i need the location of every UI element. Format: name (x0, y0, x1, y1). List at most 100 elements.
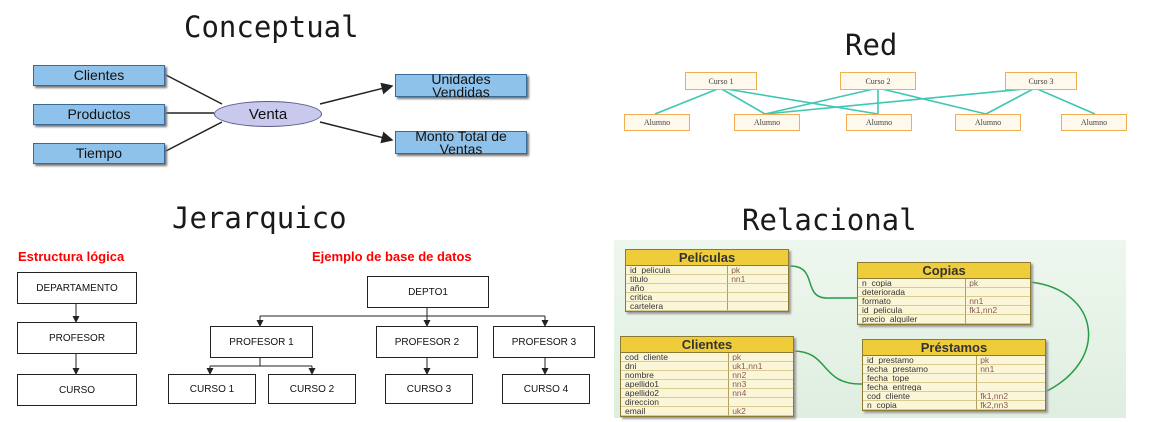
example-depto1: DEPTO1 (367, 276, 489, 308)
column-constraint: fk2,nn3 (977, 401, 1045, 410)
network-alumno-5: Alumno (1061, 114, 1127, 131)
table-row: fecha_entrega (863, 383, 1045, 392)
example-curso-1: CURSO 1 (168, 374, 256, 404)
network-curso-2: Curso 2 (840, 72, 916, 90)
network-alumno-2: Alumno (734, 114, 800, 131)
column-name: nombre (621, 371, 730, 380)
heading-relacional: Relacional (742, 203, 917, 237)
column-name: cod_cliente (621, 353, 730, 362)
table-peliculas-header: Películas (626, 250, 788, 266)
column-constraint (728, 293, 788, 302)
subtitle-ejemplo-base-datos: Ejemplo de base de datos (312, 249, 472, 264)
network-alumno-3: Alumno (846, 114, 912, 131)
column-name: año (626, 284, 729, 293)
column-name: deteriorada (858, 288, 967, 297)
subtitle-estructura-logica: Estructura lógica (18, 249, 125, 264)
column-constraint: nn4 (729, 389, 793, 398)
column-constraint (966, 288, 1030, 297)
table-clientes-header: Clientes (621, 337, 793, 353)
table-row: critica (626, 293, 788, 302)
column-name: titulo (626, 275, 729, 284)
concept-venta: Venta (214, 101, 322, 127)
table-row: direccion (621, 398, 793, 407)
table-row: cartelera (626, 302, 788, 311)
column-name: formato (858, 297, 967, 306)
heading-jerarquico: Jerarquico (172, 201, 347, 235)
network-alumno-1: Alumno (624, 114, 690, 131)
concept-productos: Productos (33, 104, 165, 125)
column-constraint: uk1,nn1 (729, 362, 793, 371)
example-profesor-1: PROFESOR 1 (210, 326, 313, 358)
column-constraint: pk (977, 356, 1045, 365)
example-curso-2: CURSO 2 (268, 374, 356, 404)
network-curso-3: Curso 3 (1005, 72, 1077, 90)
example-curso-4: CURSO 4 (502, 374, 590, 404)
network-curso-1: Curso 1 (685, 72, 757, 90)
hierarchical-connectors (72, 302, 549, 375)
table-row: año (626, 284, 788, 293)
concept-unidades-vendidas: Unidades Vendidas (395, 72, 527, 99)
column-constraint: pk (728, 266, 788, 275)
concept-clientes: Clientes (33, 65, 165, 86)
column-constraint (728, 284, 788, 293)
column-name: n_copia (858, 279, 967, 288)
conceptual-diagram: Clientes Productos Tiempo Venta Unidades… (0, 0, 560, 180)
column-name: fecha_prestamo (863, 365, 978, 374)
column-name: direccion (621, 398, 730, 407)
table-prestamos-header: Préstamos (863, 340, 1045, 356)
column-name: id_pelicula (858, 306, 967, 315)
example-profesor-3: PROFESOR 3 (493, 326, 595, 358)
column-name: precio_alquiler (858, 315, 967, 324)
example-curso-3: CURSO 3 (385, 374, 473, 404)
conceptual-connectors (163, 73, 394, 153)
table-row: precio_alquiler (858, 315, 1030, 324)
hierarchical-diagram: DEPARTAMENTO PROFESOR CURSO DEPTO1 PROFE… (0, 260, 600, 410)
concept-monto-total: Monto Total de Ventas (395, 129, 527, 156)
column-constraint (728, 302, 788, 311)
column-name: id_pelicula (626, 266, 729, 275)
logic-profesor: PROFESOR (17, 322, 137, 354)
column-name: apellido1 (621, 380, 730, 389)
column-constraint: fk1,nn2 (977, 392, 1045, 401)
column-constraint (729, 398, 793, 407)
column-name: dni (621, 362, 730, 371)
heading-red: Red (845, 28, 898, 62)
column-constraint: pk (729, 353, 793, 362)
column-constraint: nn1 (977, 365, 1045, 374)
logic-departamento: DEPARTAMENTO (17, 272, 137, 304)
column-constraint (966, 315, 1030, 324)
column-name: fecha_entrega (863, 383, 978, 392)
column-constraint: fk1,nn2 (966, 306, 1030, 315)
example-profesor-2: PROFESOR 2 (376, 326, 478, 358)
column-constraint: nn2 (729, 371, 793, 380)
column-constraint: nn3 (729, 380, 793, 389)
column-name: email (621, 407, 730, 416)
network-connectors (654, 87, 1096, 115)
network-diagram: Curso 1 Curso 2 Curso 3 Alumno Alumno Al… (600, 60, 1140, 140)
table-row: deteriorada (858, 288, 1030, 297)
table-row: fecha_tope (863, 374, 1045, 383)
column-name: critica (626, 293, 729, 302)
column-constraint: uk2 (729, 407, 793, 416)
column-constraint: nn1 (728, 275, 788, 284)
column-constraint: pk (966, 279, 1030, 288)
network-alumno-4: Alumno (955, 114, 1021, 131)
